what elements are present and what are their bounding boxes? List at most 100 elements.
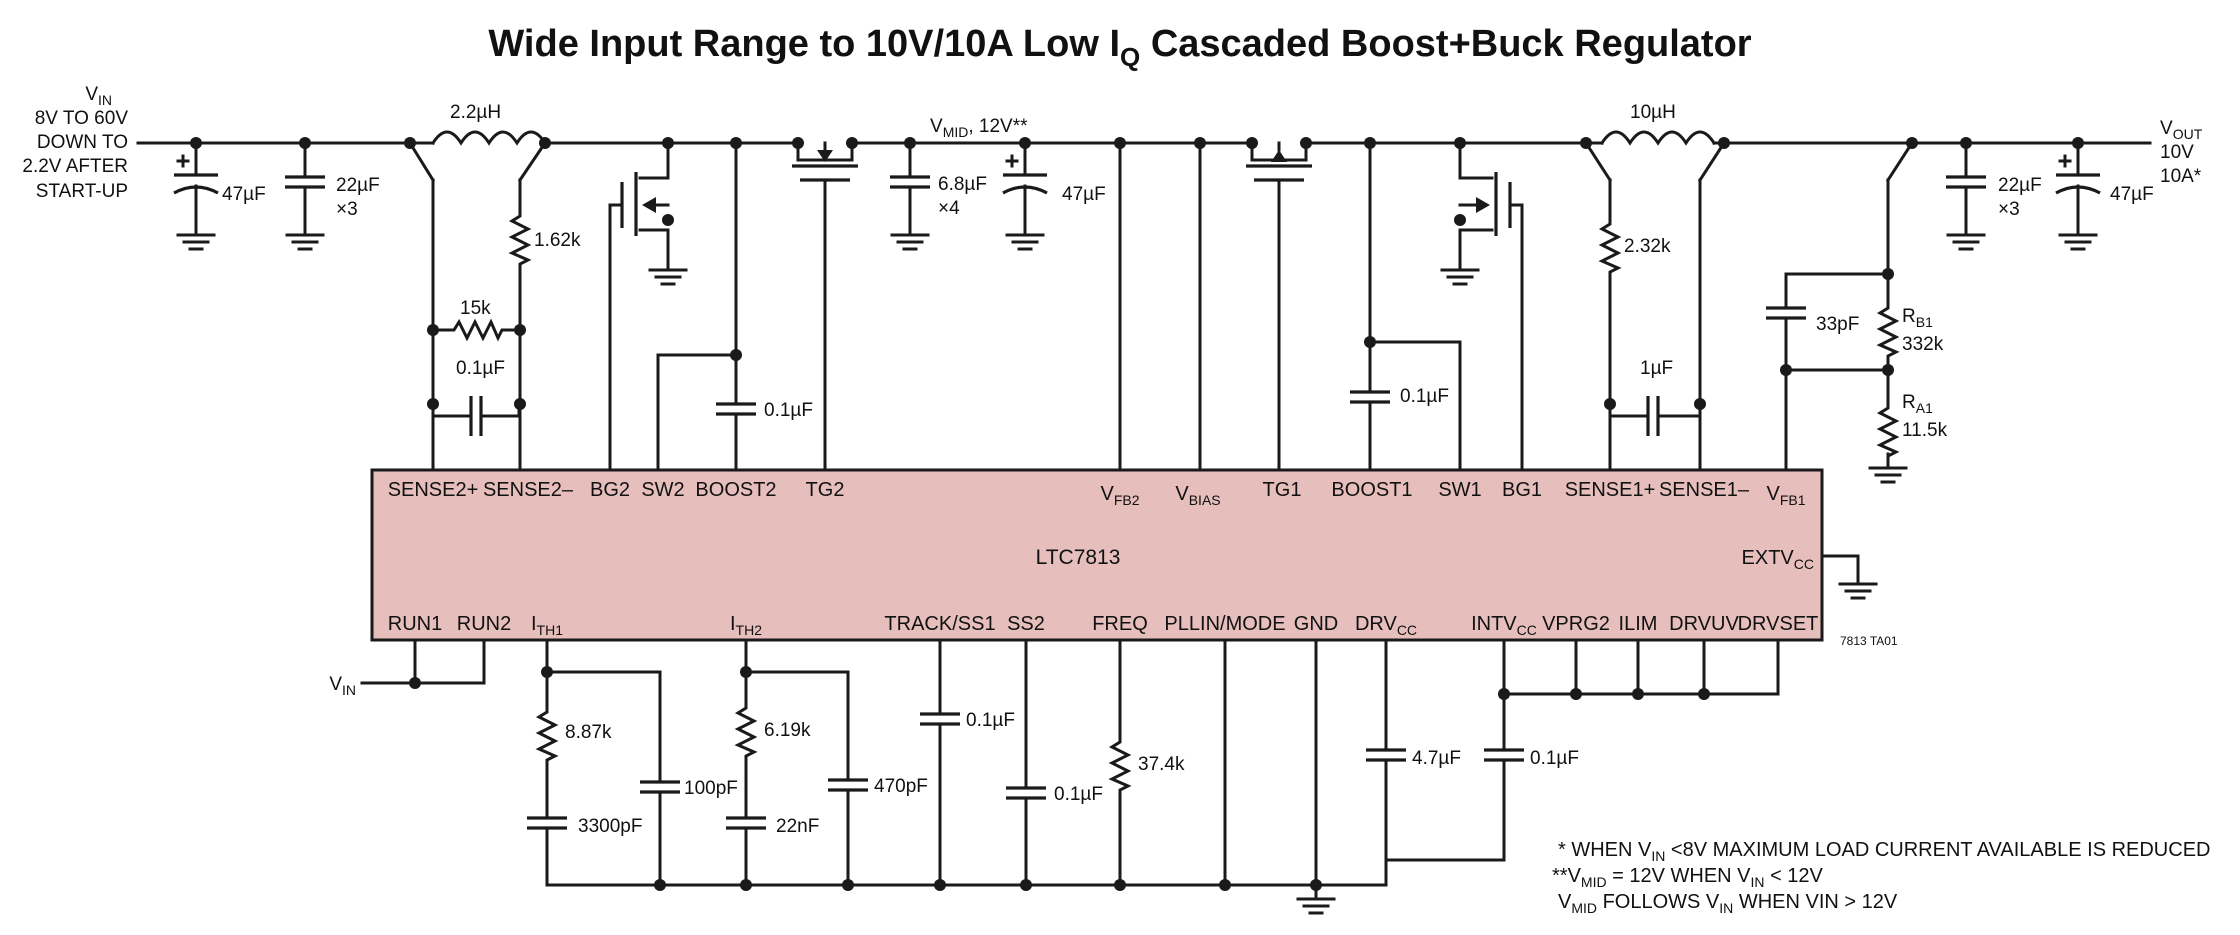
svg-text:×4: ×4 — [938, 198, 960, 219]
vfb2-vbias-links — [1114, 137, 1206, 472]
top-pin-labels: SENSE2+ SENSE2– BG2 SW2 BOOST2 TG2 VFB2 … — [388, 479, 1806, 508]
main-rail — [136, 130, 2152, 146]
ground-icon — [1005, 219, 1045, 251]
svg-text:2.32k: 2.32k — [1624, 236, 1671, 257]
track-ss1-cap: 0.1µF — [918, 638, 1015, 891]
svg-text:TRACK/SS1: TRACK/SS1 — [884, 613, 995, 635]
footnotes: * WHEN VIN <8V MAXIMUM LOAD CURRENT AVAI… — [1552, 839, 2210, 916]
ground-icon — [285, 219, 325, 251]
figure-id: 7813 TA01 — [1840, 634, 1898, 648]
boost-top-mosfet — [792, 137, 858, 472]
output-cap-47uf: 47µF — [2054, 137, 2154, 251]
ith2-compensation: 6.19k 22nF 470pF — [724, 638, 928, 891]
svg-text:SENSE1–: SENSE1– — [1659, 479, 1750, 501]
svg-text:×3: ×3 — [336, 199, 358, 220]
intvcc-cap: 0.1µF — [1384, 638, 1780, 862]
svg-text:1.62k: 1.62k — [534, 230, 581, 251]
ground-icon — [890, 219, 930, 251]
svg-text:47µF: 47µF — [1062, 184, 1106, 205]
svg-text:47µF: 47µF — [222, 184, 266, 205]
svg-text:VFB1: VFB1 — [1766, 483, 1805, 508]
output-cap-22uf: 22µF ×3 — [1944, 137, 2042, 251]
svg-text:VFB2: VFB2 — [1100, 483, 1139, 508]
svg-text:100pF: 100pF — [684, 778, 738, 799]
svg-text:START-UP: START-UP — [36, 181, 128, 202]
ground-icon — [1946, 219, 1986, 251]
drvcc-cap: 4.7µF — [1364, 638, 1461, 887]
svg-text:6.8µF: 6.8µF — [938, 174, 987, 195]
input-label: VIN 8V TO 60V DOWN TO 2.2V AFTER START-U… — [22, 84, 128, 202]
boost1-cap: 0.1µF — [1348, 137, 1462, 472]
svg-text:VOUT: VOUT — [2160, 118, 2203, 142]
svg-text:4.7µF: 4.7µF — [1412, 748, 1461, 769]
svg-text:332k: 332k — [1902, 334, 1944, 355]
ith1-compensation: 8.87k 3300pF 100pF — [525, 638, 738, 891]
svg-text:10V: 10V — [2160, 142, 2194, 163]
svg-text:SENSE2+: SENSE2+ — [388, 479, 479, 501]
bottom-pin-labels: RUN1 RUN2 ITH1 ITH2 TRACK/SS1 SS2 FREQ P… — [388, 613, 1819, 638]
svg-text:470pF: 470pF — [874, 776, 928, 797]
svg-text:37.4k: 37.4k — [1138, 754, 1185, 775]
svg-text:2.2V AFTER: 2.2V AFTER — [22, 156, 128, 177]
pllin-gnd-links — [1219, 638, 1318, 891]
ground-icon — [648, 254, 688, 286]
ss2-cap: 0.1µF — [1004, 638, 1103, 891]
boost2-cap: 0.1µF — [656, 137, 813, 472]
svg-text:VIN: VIN — [85, 84, 112, 108]
vmid-label: VMID, 12V** — [930, 116, 1028, 140]
svg-text:RB1: RB1 — [1902, 306, 1933, 330]
svg-text:3300pF: 3300pF — [578, 816, 642, 837]
buck-bottom-mosfet — [1440, 137, 1524, 472]
svg-text:22nF: 22nF — [776, 816, 819, 837]
svg-text:BOOST2: BOOST2 — [695, 479, 776, 501]
svg-text:RA1: RA1 — [1902, 392, 1933, 416]
svg-text:DRVCC: DRVCC — [1355, 613, 1417, 638]
ground-icon — [1838, 568, 1878, 600]
svg-text:47µF: 47µF — [2110, 184, 2154, 205]
ltc7813-chip — [370, 468, 1824, 642]
svg-text:BG2: BG2 — [590, 479, 630, 501]
diagram-title: Wide Input Range to 10V/10A Low IQ Casca… — [488, 23, 1751, 72]
output-label: VOUT 10V 10A* — [2160, 118, 2203, 187]
svg-text:8V TO 60V: 8V TO 60V — [35, 108, 129, 129]
run-pins: VIN — [329, 638, 486, 698]
vmid-cap-47uf: 47µF — [1001, 137, 1106, 251]
svg-text:22µF: 22µF — [336, 175, 380, 196]
svg-text:0.1µF: 0.1µF — [1530, 748, 1579, 769]
svg-text:8.87k: 8.87k — [565, 722, 612, 743]
extvcc-pin: EXTVCC — [1742, 547, 1878, 600]
svg-text:RUN2: RUN2 — [457, 613, 511, 635]
svg-text:VBIAS: VBIAS — [1175, 483, 1220, 508]
svg-text:VIN: VIN — [329, 674, 356, 698]
svg-text:GND: GND — [1294, 613, 1338, 635]
svg-text:FREQ: FREQ — [1092, 613, 1148, 635]
svg-text:ILIM: ILIM — [1619, 613, 1658, 635]
svg-text:VPRG2: VPRG2 — [1542, 613, 1610, 635]
boost-sense-network: 1.62k 15k 0.1µF — [404, 137, 581, 472]
ground-icon — [2058, 219, 2098, 251]
svg-text:TG1: TG1 — [1263, 479, 1302, 501]
freq-resistor: 37.4k — [1110, 638, 1185, 891]
svg-text:10A*: 10A* — [2160, 166, 2202, 187]
svg-text:SW1: SW1 — [1438, 479, 1481, 501]
feedback-divider: 33pF RB1 332k RA1 11.5k — [1766, 137, 1948, 484]
ground-icon — [176, 219, 216, 251]
ground-icon — [1868, 452, 1908, 484]
svg-text:ITH1: ITH1 — [531, 613, 563, 638]
svg-text:11.5k: 11.5k — [1902, 420, 1948, 441]
svg-text:PLLIN/MODE: PLLIN/MODE — [1164, 613, 1285, 635]
svg-text:VMID FOLLOWS VIN WHEN VIN > 12: VMID FOLLOWS VIN WHEN VIN > 12V — [1558, 891, 1898, 916]
inductor-buck-label: 10µH — [1630, 102, 1676, 123]
svg-text:6.19k: 6.19k — [764, 720, 811, 741]
svg-text:DRVUV: DRVUV — [1669, 613, 1739, 635]
svg-text:SW2: SW2 — [641, 479, 684, 501]
input-cap-47uf: 47µF — [172, 137, 266, 251]
svg-text:ITH2: ITH2 — [730, 613, 762, 638]
svg-text:* WHEN VIN <8V MAXIMUM LOAD CU: * WHEN VIN <8V MAXIMUM LOAD CURRENT AVAI… — [1558, 839, 2210, 864]
buck-sense-network: 2.32k 1µF — [1580, 137, 1730, 472]
svg-text:BG1: BG1 — [1502, 479, 1542, 501]
input-cap-22uf: 22µF ×3 — [283, 137, 380, 251]
svg-text:0.1µF: 0.1µF — [764, 400, 813, 421]
svg-text:1µF: 1µF — [1640, 358, 1673, 379]
